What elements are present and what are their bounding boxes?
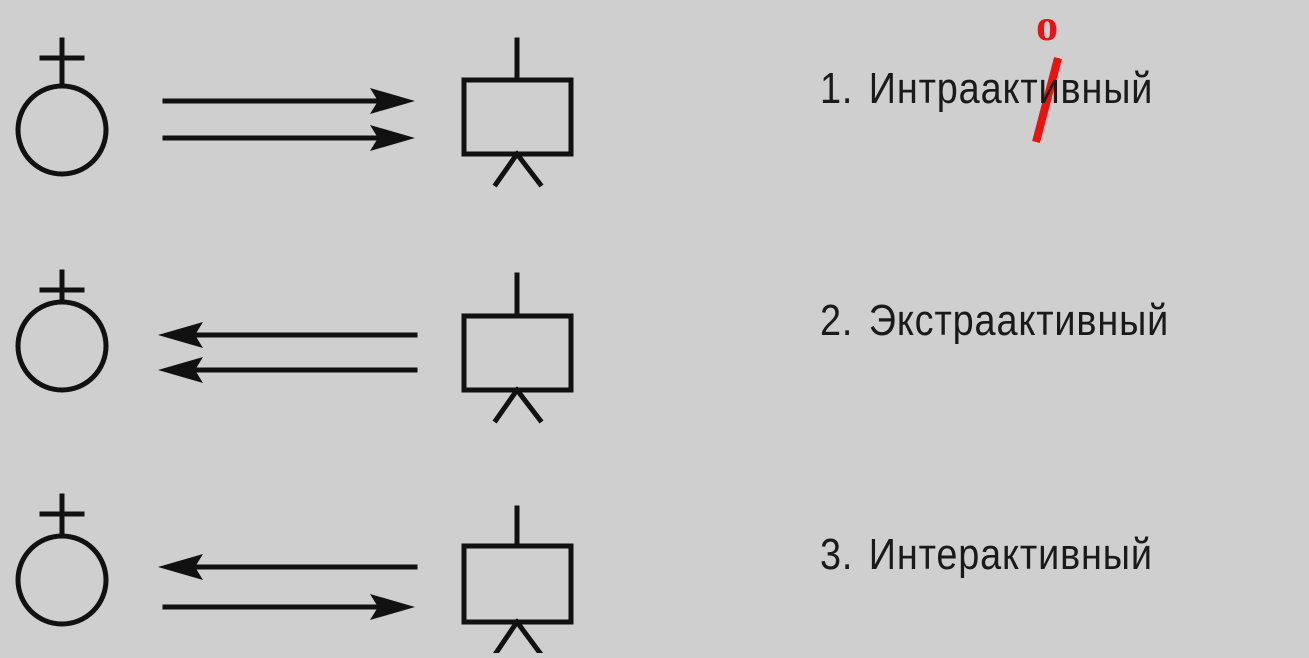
row-3-text: Интерактивный bbox=[868, 530, 1153, 579]
row-1-text: Интраактивный bbox=[868, 64, 1154, 113]
easel-symbol-icon bbox=[461, 37, 574, 188]
easel-symbol-icon bbox=[461, 272, 574, 424]
row-1-graphic bbox=[15, 37, 574, 188]
annotation-letter: о bbox=[1036, 1, 1058, 50]
row-2-text: Экстраактивный bbox=[868, 296, 1170, 345]
row-3-graphic bbox=[15, 493, 574, 657]
row-1-label: 1. Интраактивный bbox=[820, 64, 1153, 114]
row-2-number: 2. bbox=[820, 296, 854, 345]
row-3-number: 3. bbox=[820, 530, 854, 579]
person-symbol-icon bbox=[15, 37, 109, 177]
arrow-right-icon bbox=[162, 125, 415, 151]
easel-symbol-icon bbox=[461, 505, 574, 657]
arrow-left-icon bbox=[158, 357, 418, 383]
arrow-right-icon bbox=[162, 88, 415, 114]
row-1-number: 1. bbox=[820, 64, 854, 113]
person-symbol-icon bbox=[15, 493, 109, 627]
arrow-left-icon bbox=[158, 554, 418, 580]
annotation-strike bbox=[1032, 56, 1062, 144]
arrow-left-icon bbox=[158, 322, 418, 348]
row-3-label: 3. Интерактивный bbox=[820, 530, 1153, 580]
row-2-graphic bbox=[15, 269, 574, 424]
arrow-right-icon bbox=[162, 594, 415, 620]
person-symbol-icon bbox=[15, 269, 109, 393]
row-2-label: 2. Экстраактивный bbox=[820, 296, 1169, 346]
